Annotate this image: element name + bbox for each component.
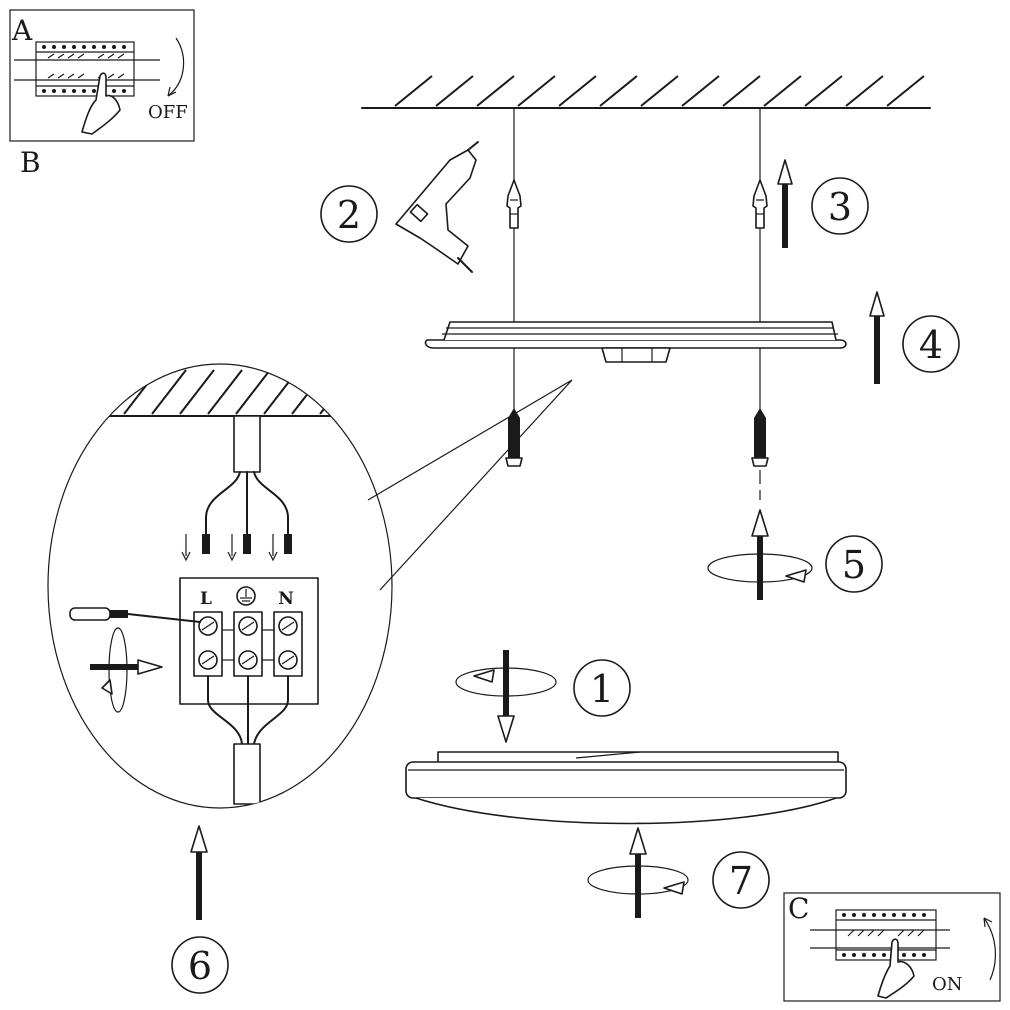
rotation-arrow-icon [455,650,557,743]
mounting-plate [424,321,847,363]
panel-a-label: A [11,14,33,47]
on-label: ON [932,974,963,995]
step-7-badge [712,851,770,909]
step-1-label: 1 [590,667,614,711]
terminal-neutral-label: N [278,589,294,609]
step-6-label: 6 [188,944,212,988]
panel-a-frame [9,9,195,142]
wall-plug-right [752,179,768,229]
screwdriver-icon [69,607,201,623]
breaker-panel-icon [810,909,950,961]
panel-c-frame [783,892,1001,1002]
wiring-detail-callout: L N [47,363,573,809]
terminal-live-label: L [200,589,212,609]
hand-icon [877,938,915,999]
step-2-label: 2 [337,193,361,237]
lamp-shade [405,751,847,825]
switch-down-arrow-icon [167,37,185,97]
terminal-screws [198,616,298,670]
rotation-arrow-icon [587,827,689,918]
step-6-badge [171,936,229,994]
step-4-label: 4 [919,323,943,367]
screw-right [751,408,769,467]
switch-up-arrow-icon [983,917,996,981]
wall-plug-left [506,179,522,229]
screw-left [505,408,523,467]
breaker-panel-icon [14,41,160,97]
arrow-up-icon [869,291,885,384]
panel-c-label: C [788,892,809,925]
step-3-label: 3 [828,185,852,229]
step-1-badge [573,659,631,717]
panel-b-label: B [20,146,41,179]
drill-icon [395,141,479,273]
step-2-badge [320,185,378,243]
rotation-arrow-icon [707,509,813,600]
panel-c-switch-on: C ON [783,892,1001,1002]
arrow-up-icon [190,825,208,920]
step-5-badge [825,535,883,593]
hand-icon [81,72,121,135]
step-3-badge [811,177,869,235]
earth-ground-icon [236,586,256,606]
step-5-label: 5 [842,543,866,587]
rotation-arrow-icon [90,627,163,713]
off-label: OFF [148,102,188,123]
step-7-label: 7 [729,859,753,903]
insert-wire-arrows [181,534,278,562]
arrow-up-icon [777,159,793,248]
step-4-badge [902,315,960,373]
panel-a-switch-off: A OFF [9,9,195,142]
ceiling [361,75,931,109]
